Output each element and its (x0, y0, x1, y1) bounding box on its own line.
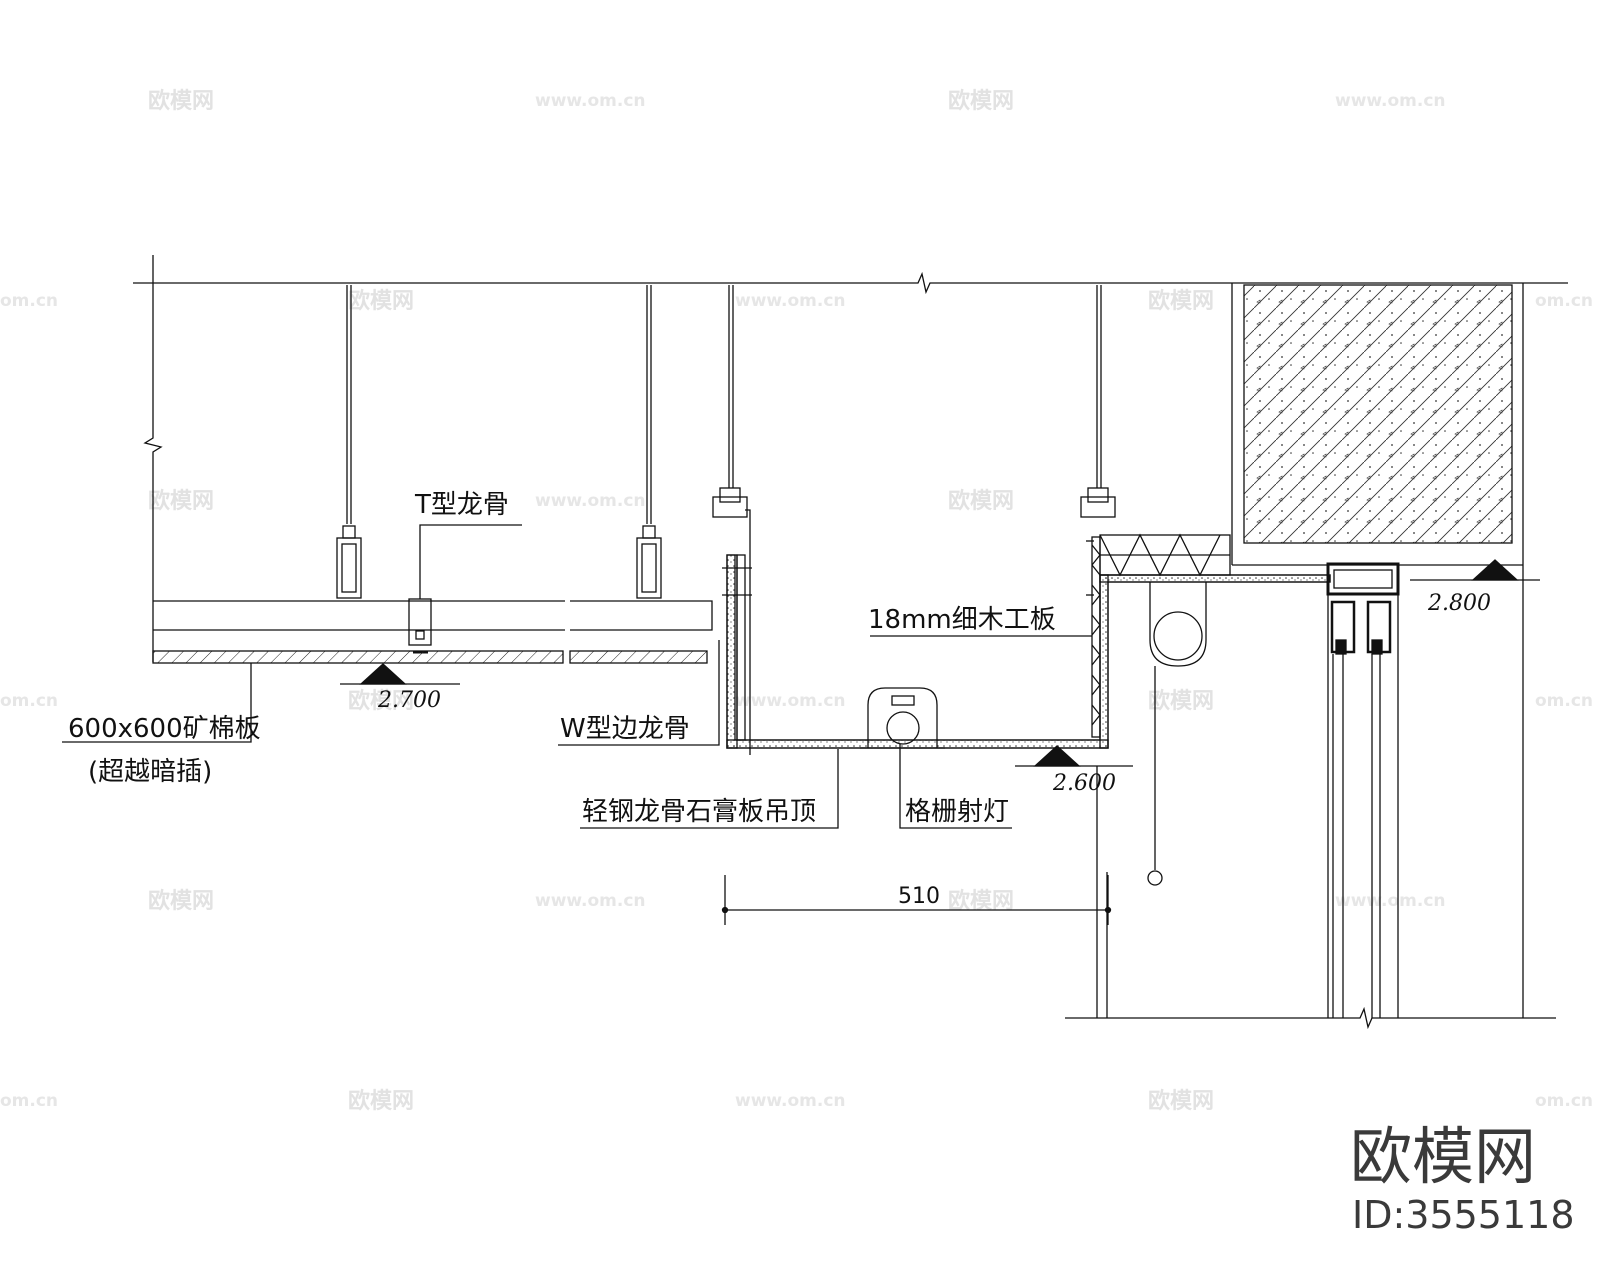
brand-logo: 欧模网 (1350, 1120, 1536, 1193)
suspension-bracket (712, 487, 751, 755)
watermark: 欧模网 (148, 488, 214, 514)
level-label-2600: 2.600 (1052, 771, 1116, 796)
level-label-2700: 2.700 (377, 688, 441, 713)
watermark: 欧模网 (348, 1088, 414, 1114)
watermark: 欧模网 (1148, 1088, 1214, 1114)
watermark: om.cn (0, 1091, 58, 1111)
watermark: 欧模网 (1148, 288, 1214, 314)
leader-line (899, 744, 1012, 829)
gypsum-box-outline (726, 554, 1331, 749)
pendant-fixture (1147, 582, 1207, 886)
main-keel-clip (636, 525, 662, 599)
watermark: 欧模网 (348, 288, 414, 314)
watermark: www.om.cn (535, 91, 646, 111)
left-wall-line (143, 255, 163, 662)
watermark: www.om.cn (535, 891, 646, 911)
watermark: www.om.cn (735, 291, 846, 311)
mineral-board (569, 650, 708, 664)
label-w-edge-keel: W型边龙骨 (560, 714, 690, 744)
screw (722, 540, 1094, 596)
label-mineral-board: 600x600矿棉板 (68, 714, 261, 744)
level-marker-2700 (359, 663, 407, 685)
level-marker-2800 (1471, 559, 1519, 581)
watermark-layer: 欧模网 www.om.cn 欧模网 www.om.cn om.cn 欧模网 ww… (0, 88, 1593, 1114)
plywood-board (1091, 533, 1231, 738)
gypsum-board (726, 739, 1109, 749)
gypsum-board (1099, 574, 1109, 749)
dimension-label: 510 (898, 884, 940, 909)
label-gypsum-ceiling: 轻钢龙骨石膏板吊顶 (582, 797, 816, 827)
label-mineral-board-note: (超越暗插) (88, 757, 212, 787)
label-grille-light: 格栅射灯 (905, 797, 1009, 827)
gypsum-board (726, 554, 738, 749)
window-frame (1327, 594, 1399, 1018)
slab-line (133, 271, 1568, 295)
concrete-beam (1243, 284, 1513, 544)
watermark: 欧模网 (948, 88, 1014, 114)
watermark: 欧模网 (148, 888, 214, 914)
watermark: om.cn (0, 291, 58, 311)
t-keel (408, 598, 432, 654)
main-keel-clip (336, 525, 362, 599)
level-label-2800: 2.800 (1427, 591, 1491, 616)
watermark: www.om.cn (1335, 891, 1446, 911)
label-plywood: 18mm细木工板 (868, 605, 1056, 635)
watermark: 欧模网 (1148, 688, 1214, 714)
watermark: www.om.cn (735, 691, 846, 711)
leader-line (62, 663, 252, 743)
leader-line (558, 640, 720, 746)
suspension-bracket (1080, 487, 1116, 518)
model-id: ID:3555118 (1352, 1193, 1575, 1237)
watermark: www.om.cn (535, 491, 646, 511)
label-t-keel: T型龙骨 (414, 490, 509, 520)
gypsum-board (1099, 574, 1331, 583)
dimension-line (721, 875, 1112, 925)
leader-line (580, 749, 839, 829)
watermark: om.cn (1535, 291, 1593, 311)
watermark: 欧模网 (348, 688, 414, 714)
watermark: om.cn (1535, 691, 1593, 711)
watermark: 欧模网 (948, 488, 1014, 514)
watermark: om.cn (1535, 1091, 1593, 1111)
curtain-track (1326, 562, 1400, 655)
plywood-board (736, 554, 746, 741)
watermark: www.om.cn (735, 1091, 846, 1111)
watermark: 欧模网 (148, 88, 214, 114)
hanger-rods (346, 285, 1102, 524)
level-marker-2600 (1033, 745, 1081, 767)
grille-light (860, 687, 945, 749)
watermark: om.cn (0, 691, 58, 711)
mineral-board (152, 650, 564, 664)
leader-line (419, 524, 522, 599)
floor-line (1065, 1006, 1556, 1030)
ceiling-keel-band (153, 600, 713, 631)
watermark: www.om.cn (1335, 91, 1446, 111)
